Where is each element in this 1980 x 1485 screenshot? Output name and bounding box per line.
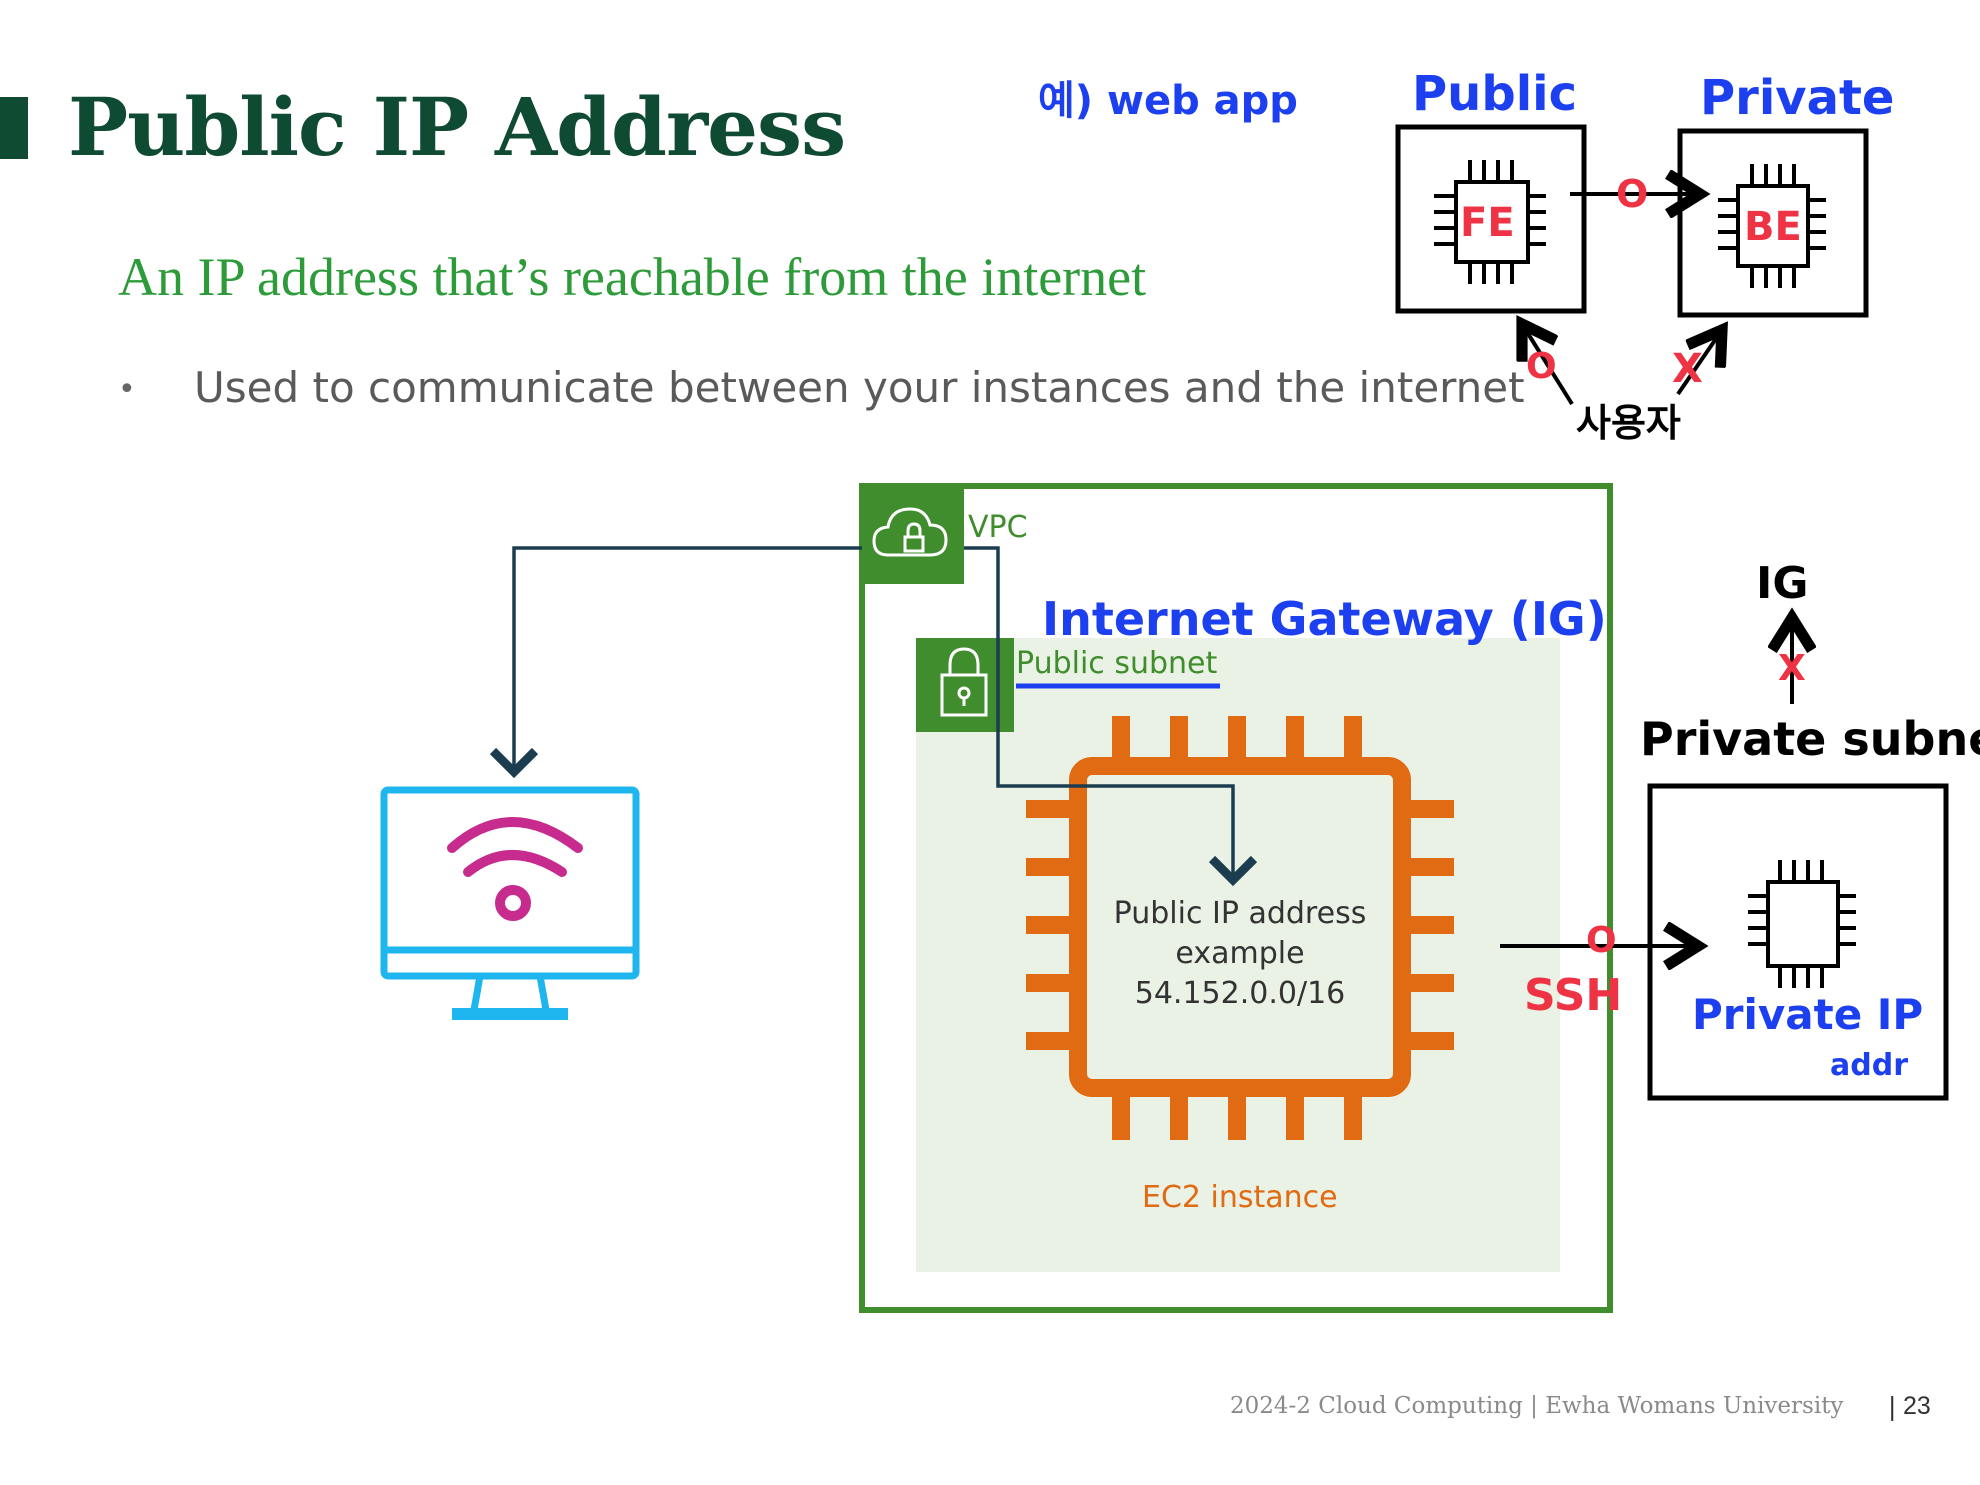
ec2-chip-icon [1026,716,1454,1140]
be-chip-icon [1718,164,1826,288]
footer-divider: | [1888,1392,1897,1421]
private-subnet-box [1647,783,1949,1101]
vpc-label: VPC [968,510,1028,545]
cloud-lock-icon [872,507,948,557]
private-subnet-note: Private subnet [1640,712,1980,766]
monitor-icon [380,786,640,1020]
ec2-text-line3: 54.152.0.0/16 [1134,976,1346,1011]
ec2-text-line1: Public IP address [1113,896,1367,931]
fe-be-ok-mark: O [1616,172,1649,216]
vpc-to-ec2-line [964,546,1258,887]
vpc-box [859,483,1613,1313]
be-label: BE [1744,204,1802,250]
public-note: Public [1412,66,1578,122]
fe-label: FE [1460,200,1515,246]
ig-denied-mark: X [1778,648,1806,689]
web-app-note: 예) web app [1038,78,1298,124]
private-box [1677,128,1869,318]
fe-chip-icon [1434,160,1546,284]
vpc-icon-bg [862,486,964,584]
ig-note: IG [1756,558,1809,609]
page-number: 23 [1903,1392,1931,1420]
addr-note: addr [1830,1048,1908,1083]
footer-text: 2024-2 Cloud Computing | Ewha Womans Uni… [1230,1393,1844,1419]
private-chip-icon [1748,860,1856,988]
ssh-note: SSH [1524,970,1623,1021]
ec2-description: Public IP address example 54.152.0.0/16 [1090,894,1390,1014]
title-accent-bar [0,97,28,159]
wifi-icon [447,817,583,921]
ec2-text-line2: example [1175,936,1305,971]
bullet-text: Used to communicate between your instanc… [194,363,1525,412]
private-ip-note: Private IP [1692,990,1924,1039]
ec2-instance-label: EC2 instance [1142,1180,1338,1215]
public-subnet-label: Public subnet [1016,646,1218,681]
user-to-be-arrow [1676,330,1722,396]
internet-gateway-note: Internet Gateway (IG) [1042,592,1607,646]
user-note: 사용자 [1576,401,1681,445]
public-box [1395,124,1587,314]
slide-subtitle: An IP address that’s reachable from the … [118,247,1147,307]
vpc-to-monitor-line [489,546,862,779]
user-to-fe-arrow [1522,324,1574,406]
user-be-denied-mark: X [1672,346,1703,392]
private-note: Private [1700,70,1895,126]
bullet-marker: • [118,372,136,407]
ssh-ok-mark: O [1586,920,1617,961]
slide-title: Public IP Address [68,80,846,174]
user-fe-ok-mark: O [1526,346,1557,387]
lock-icon [940,647,988,717]
